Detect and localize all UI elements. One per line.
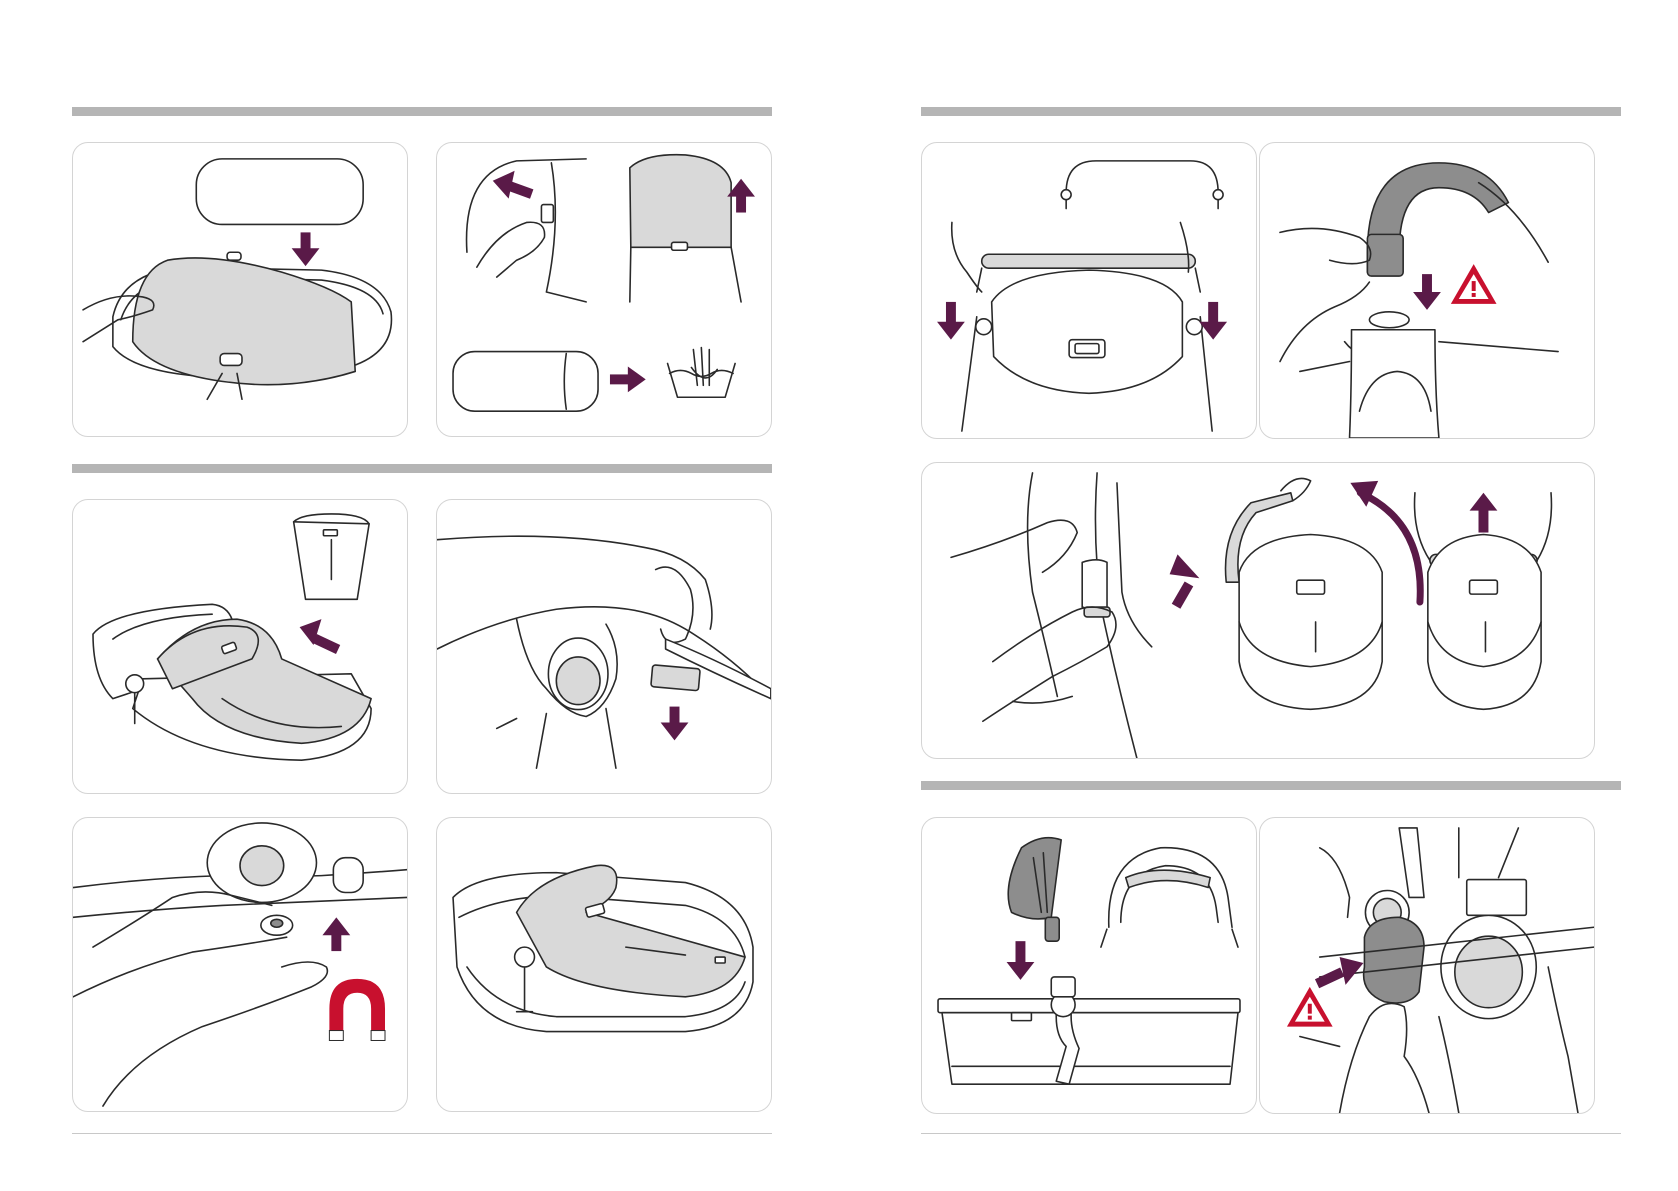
up-arrow-icon: [1170, 554, 1200, 608]
bottom-rule: [72, 1133, 772, 1134]
up-arrow-icon: [322, 917, 350, 951]
panel-mattress-insert: [72, 142, 408, 437]
panel-handle-rotate-lift: [921, 462, 1595, 759]
illustration-strap-fastening: [437, 500, 771, 793]
right-page: [839, 0, 1678, 1191]
illustration-handle-click: [1260, 143, 1594, 438]
illustration-handle-attach: [922, 143, 1256, 438]
bottom-rule: [921, 1133, 1621, 1134]
section-bar-4: [921, 781, 1621, 790]
panel-strap-fastening: [436, 499, 772, 794]
left-page: [0, 0, 839, 1191]
warning-icon: [1287, 987, 1333, 1027]
panel-cover-removal-wash: [436, 142, 772, 437]
hand-wash-icon: [668, 348, 736, 398]
right-arrow-icon: [610, 366, 646, 392]
down-arrow-icon: [1199, 302, 1227, 340]
up-arrow-icon: [1470, 493, 1498, 533]
section-bar-1: [72, 107, 772, 116]
illustration-carrycot-assembled: [437, 818, 771, 1111]
down-arrow-icon: [937, 302, 965, 340]
down-arrow-icon: [1007, 941, 1035, 980]
down-arrow-icon: [661, 707, 689, 741]
panel-magnet-button: [72, 817, 408, 1112]
section-bar-3: [921, 107, 1621, 116]
left-arrow-icon: [493, 171, 534, 199]
illustration-sunhood-attach: [922, 818, 1256, 1113]
panel-apron-attach: [72, 499, 408, 794]
illustration-magnet-button: [73, 818, 407, 1111]
down-arrow-icon: [1413, 274, 1441, 310]
illustration-apron-attach: [73, 500, 407, 793]
panel-sunhood-attach: [921, 817, 1257, 1114]
section-bar-2: [72, 464, 772, 473]
panel-handle-attach: [921, 142, 1257, 439]
magnet-icon: [329, 979, 385, 1041]
warning-icon: [1451, 264, 1497, 304]
illustration-mattress-insert: [73, 143, 407, 436]
down-arrow-icon: [292, 232, 320, 266]
left-arrow-icon: [300, 619, 341, 654]
panel-adapter-click-warning: [1259, 817, 1595, 1114]
panel-carrycot-assembled: [436, 817, 772, 1112]
illustration-handle-rotate-lift: [922, 463, 1594, 758]
illustration-cover-removal: [437, 143, 771, 436]
illustration-adapter-click: [1260, 818, 1594, 1113]
panel-handle-click-warning: [1259, 142, 1595, 439]
